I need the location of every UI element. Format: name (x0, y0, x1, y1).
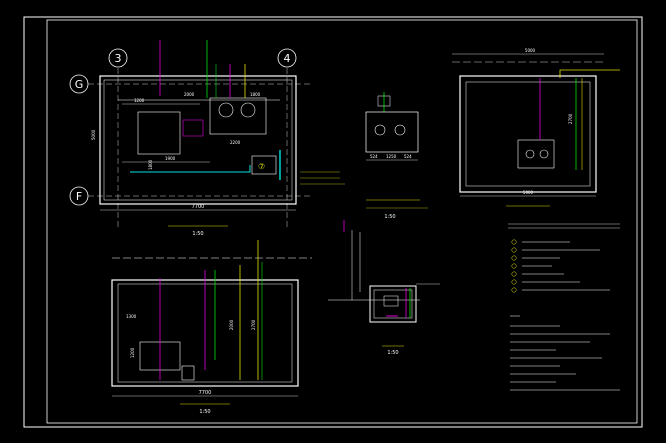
plan-dim-top-b: 2000 (184, 92, 195, 97)
section-a-dim-d: 2700 (251, 319, 256, 330)
detail-dim-c: 524 (404, 154, 412, 159)
plan-equipment-number: ⑦ (258, 162, 265, 171)
plan-control-box (251, 155, 277, 175)
detail-small-view: 524 1250 524 1:50 (365, 92, 428, 220)
grid-label-3: 3 (115, 52, 122, 65)
legend-and-notes (508, 223, 620, 391)
inner-sheet-border (46, 19, 638, 424)
section-a-dim-b: 1200 (130, 347, 135, 358)
detail-small-pump (365, 111, 419, 153)
plan-dim-left-b: 1800 (148, 159, 153, 170)
grid-bubble-4 (277, 48, 297, 68)
notes-list (510, 315, 620, 391)
legend-list (511, 239, 610, 293)
section-a-view: 1300 1200 2000 2700 7700 1:50 (111, 240, 312, 415)
section-a-dim-a: 1300 (126, 314, 137, 319)
detail-dim-b: 1250 (386, 154, 397, 159)
section-a-scale: 1:50 (199, 409, 210, 415)
section-1-1-pit (369, 285, 417, 323)
grid-label-4: 4 (284, 52, 291, 65)
detail-dim-a: 524 (370, 154, 378, 159)
plan-pump-base (209, 97, 267, 135)
grid-bubble-3 (108, 48, 128, 68)
grid-label-g: G (75, 78, 84, 91)
section-right-pump (517, 139, 555, 169)
plan-dim-mid-a: 2200 (230, 140, 241, 145)
plan-scale: 1:50 (192, 231, 203, 237)
section-right-view: 5000 2700 5000 (452, 48, 620, 207)
plan-dim-left: 5000 (91, 129, 96, 140)
grid-bubble-g (69, 74, 89, 94)
section-right-height-dim: 2700 (568, 113, 573, 124)
outer-sheet-border (23, 16, 643, 428)
plan-room-walls (99, 75, 297, 205)
section-1-1-scale: 1:50 (387, 350, 398, 356)
detail-small-scale: 1:50 (384, 214, 395, 220)
plan-pipe-cyan (130, 165, 251, 173)
section-right-room (459, 75, 597, 193)
plan-dim-top-a: 1200 (134, 98, 145, 103)
plan-dim-top-c: 1800 (250, 92, 261, 97)
plan-view: 3 4 G F ⑦ 1200 2000 1800 1900 2200 (69, 40, 345, 237)
plan-overall-width: 7700 (192, 204, 205, 210)
grid-label-f: F (76, 190, 82, 203)
plan-tank (137, 111, 181, 155)
section-a-overall-width: 7700 (199, 390, 212, 396)
plan-dim-mid-b: 1900 (165, 156, 176, 161)
section-1-1-view: 1:50 (328, 220, 440, 356)
grid-bubble-f (69, 186, 89, 206)
section-right-top-dim: 5000 (525, 48, 536, 53)
section-right-bottom-dim: 5000 (523, 190, 534, 195)
section-a-dim-c: 2000 (229, 319, 234, 330)
